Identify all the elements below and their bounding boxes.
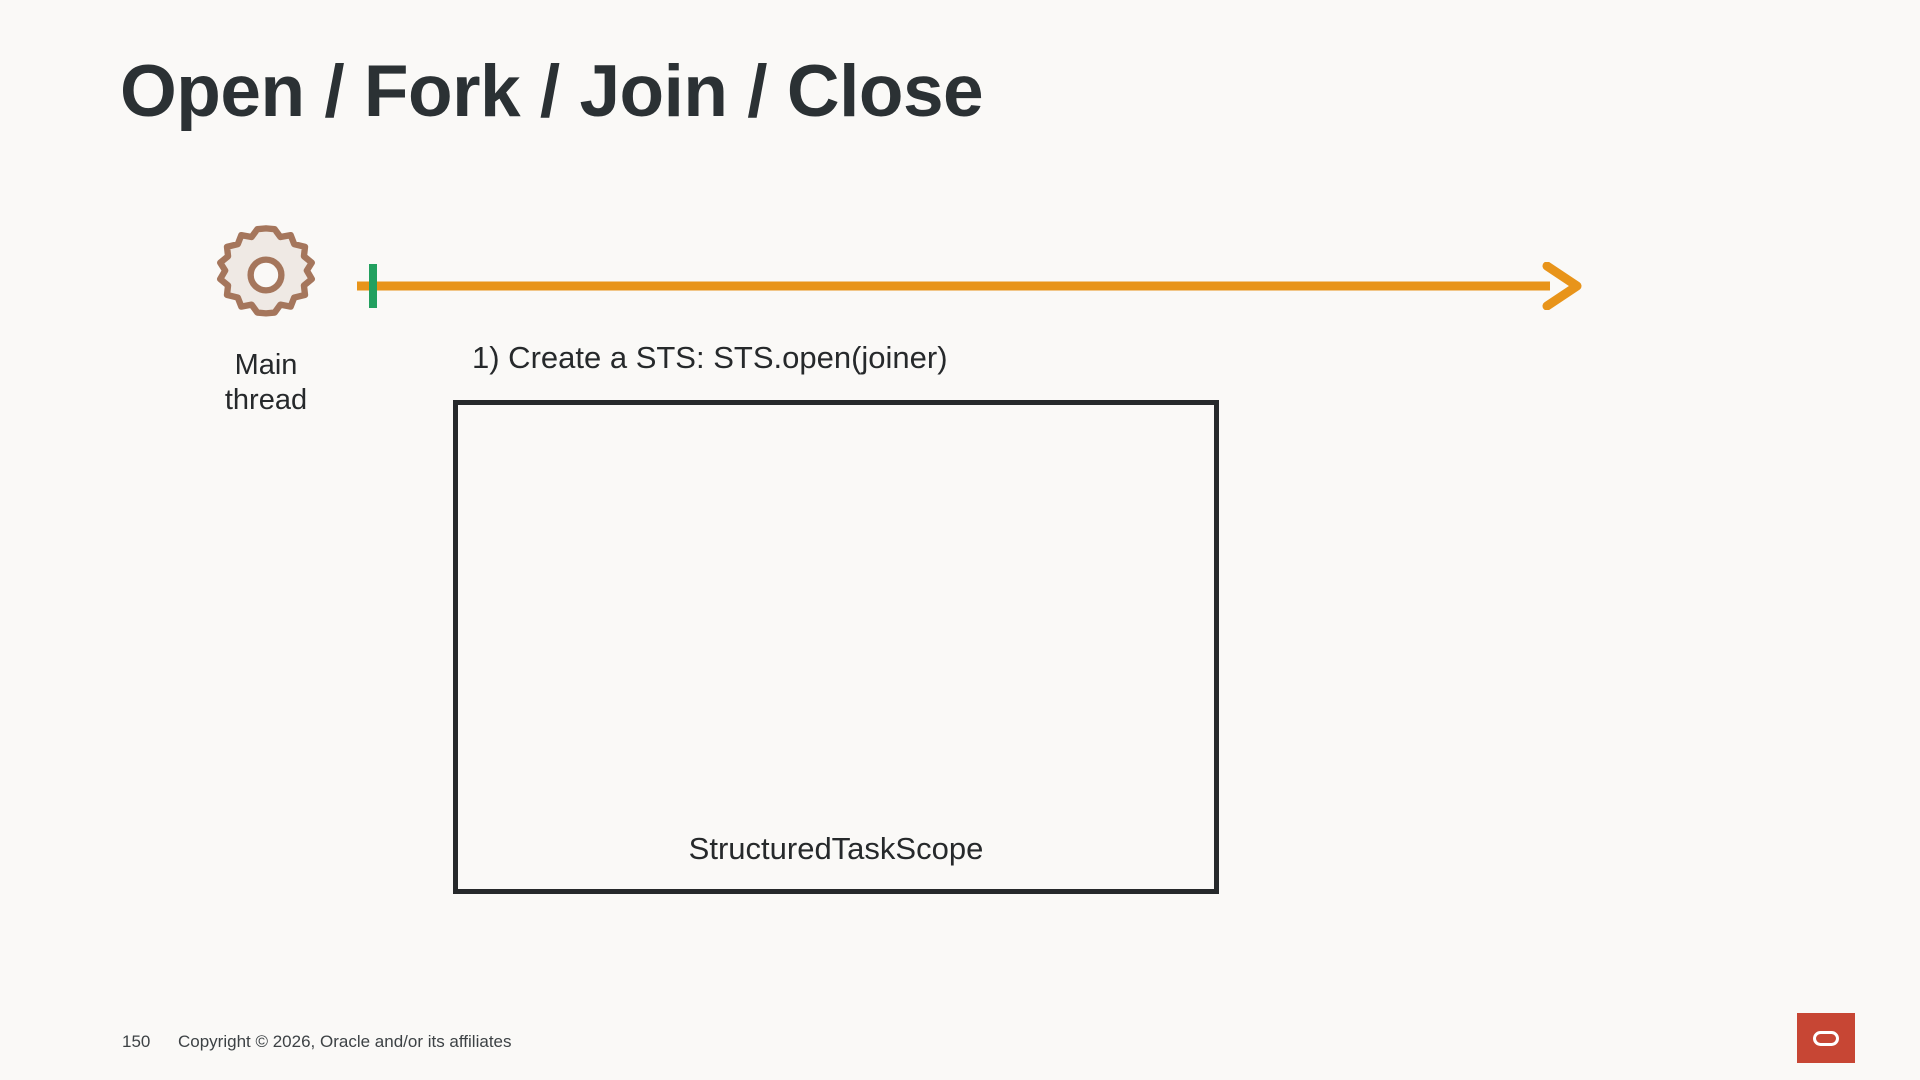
main-thread-label: Main thread: [224, 349, 308, 417]
oracle-logo-mark: [1813, 1030, 1839, 1046]
gear-icon: [217, 225, 315, 317]
oracle-logo: [1797, 1013, 1855, 1063]
main-thread-actor: Main thread: [196, 222, 336, 419]
structured-task-scope-box: StructuredTaskScope: [453, 400, 1219, 894]
step-1-caption: 1) Create a STS: STS.open(joiner): [472, 340, 948, 375]
footer-page-number: 150: [122, 1032, 151, 1051]
scope-box-label: StructuredTaskScope: [688, 831, 984, 866]
page-title: Open / Fork / Join / Close: [120, 51, 984, 132]
timeline: [355, 262, 1590, 310]
footer-copyright: Copyright © 2026, Oracle and/or its affi…: [178, 1032, 512, 1051]
timeline-arrow-right: [1542, 262, 1582, 310]
open-event-marker: [369, 264, 377, 308]
